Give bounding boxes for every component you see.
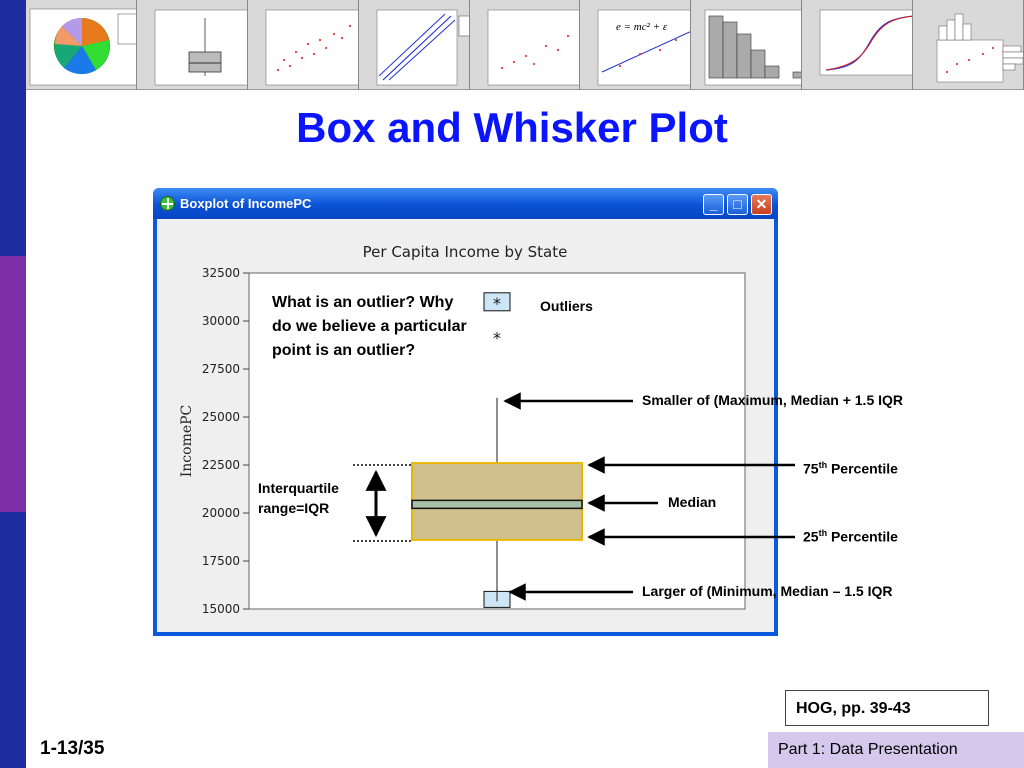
window-title-bar[interactable]: Boxplot of IncomePC _ □ ✕: [153, 188, 778, 219]
thumbnail-scatterplot: [247, 0, 359, 89]
thumbnail-boxplot: [136, 0, 248, 89]
q1-ordinal: th: [818, 528, 828, 538]
slide-title: Box and Whisker Plot: [296, 104, 728, 151]
reference-box: HOG, pp. 39-43: [785, 690, 989, 726]
thumbnail-pie-chart: [26, 0, 137, 89]
y-tick-label: 17500: [202, 554, 240, 568]
max-whisker-label: Smaller of (Maximum, Median + 1.5 IQR: [642, 392, 904, 408]
pie-thumbnail-graphic: [26, 0, 136, 89]
page-number: 1-13/35: [40, 738, 105, 759]
boxplot-window: Boxplot of IncomePC _ □ ✕ Per Capita Inc…: [153, 188, 778, 636]
thumbnail-regression-plot: e = mc² + ε: [580, 0, 692, 89]
min-whisker-label: Larger of (Minimum, Median – 1.5 IQR: [642, 583, 893, 599]
ecdf-thumbnail-graphic: [802, 0, 913, 89]
q3-number: 75: [803, 460, 819, 477]
iqr-label-line1: Interquartile: [258, 480, 339, 496]
outlier-point: *: [493, 328, 501, 347]
thumbnail-histogram: [691, 0, 803, 89]
outlier-highlight-box: [483, 292, 511, 312]
y-tick-label: 30000: [202, 314, 240, 328]
q1-text: Percentile: [827, 528, 898, 545]
y-tick-label: 15000: [202, 602, 240, 616]
scatter-b-thumbnail-graphic: [469, 0, 580, 89]
median-bar: [411, 499, 583, 510]
iqr-label-line2: range=IQR: [258, 500, 330, 516]
chart-title: Per Capita Income by State: [363, 243, 568, 261]
iqr-label: Interquartile range=IQR: [258, 478, 339, 518]
q3-label: 75th Percentile: [803, 460, 898, 477]
thumbnail-strip: e = mc² + ε: [26, 0, 1024, 90]
boxplot-thumbnail-graphic: [136, 0, 247, 89]
svg-text:e = mc² + ε: e = mc² + ε: [616, 21, 668, 33]
thumbnail-ecdf-plot: [802, 0, 914, 89]
thumbnail-scatter-b: [469, 0, 581, 89]
regression-thumbnail-graphic: e = mc² + ε: [580, 0, 691, 89]
minimize-button[interactable]: _: [703, 194, 724, 215]
left-accent-bar: [0, 0, 26, 768]
boxplot-chart: Per Capita Income by State 15000 17500 2000…: [179, 243, 746, 616]
y-tick-label: 27500: [202, 362, 240, 376]
close-button[interactable]: ✕: [751, 194, 772, 215]
q1-number: 25: [803, 528, 819, 545]
thumbnail-marginal-plot: [913, 0, 1024, 89]
outlier-point: *: [493, 294, 501, 313]
scatter-thumbnail-graphic: [247, 0, 358, 89]
window-client-area: Per Capita Income by State 15000 17500 2000…: [157, 219, 774, 632]
minitab-graph-icon: [160, 196, 175, 211]
probability-thumbnail-graphic: [358, 0, 469, 89]
y-tick-label: 20000: [202, 506, 240, 520]
q3-ordinal: th: [818, 460, 828, 470]
q3-text: Percentile: [827, 460, 898, 477]
median-label: Median: [668, 494, 717, 510]
y-tick-label: 25000: [202, 410, 240, 424]
outlier-question: What is an outlier? Why do we believe a …: [272, 294, 467, 359]
q1-label: 25th Percentile: [803, 528, 898, 545]
window-title: Boxplot of IncomePC: [180, 196, 312, 211]
maximize-button[interactable]: □: [727, 194, 748, 215]
outliers-label: Outliers: [540, 298, 593, 314]
y-axis-label: IncomePC: [179, 405, 195, 478]
histogram-thumbnail-graphic: [691, 0, 802, 89]
footer-section-label: Part 1: Data Presentation: [768, 732, 1024, 768]
marginal-thumbnail-graphic: [913, 0, 1024, 89]
y-tick-label: 32500: [202, 266, 240, 280]
y-tick-label: 22500: [202, 458, 240, 472]
left-accent-purple-block: [0, 256, 26, 512]
thumbnail-probability-plot: [358, 0, 470, 89]
